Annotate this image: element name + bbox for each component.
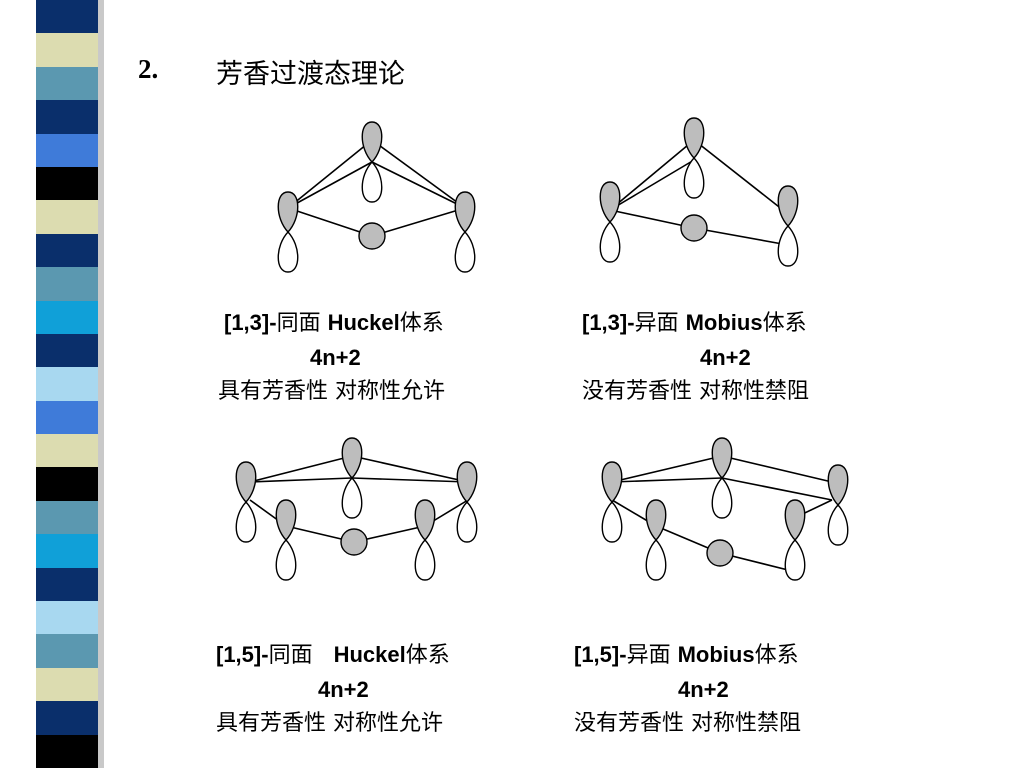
p-orbital-lobe [827, 503, 849, 546]
stripe-segment [36, 100, 98, 134]
s-orbital [340, 528, 368, 556]
mobius-15-diagram [601, 437, 849, 581]
slide-title: 芳香过渡态理论 [216, 59, 405, 90]
stripe-segment [36, 500, 98, 535]
stripe-segment [36, 233, 98, 268]
overlap-line [609, 159, 695, 211]
p-orbital-lobe [456, 461, 478, 504]
s-orbital [358, 222, 386, 250]
p-orbital-lobe [414, 538, 436, 581]
p-orbital-lobe [277, 230, 299, 273]
p-orbital-lobe [414, 499, 436, 542]
overlap-line [249, 477, 353, 483]
stripe-segment [36, 166, 98, 201]
stripe-segment [36, 333, 98, 368]
stripe-segment [36, 367, 98, 401]
stripe-segment [36, 601, 98, 635]
overlap-line [609, 209, 695, 229]
stripe-segment [36, 400, 98, 435]
p-orbital-lobe [784, 499, 806, 542]
caption-huckel-13: [1,3]-同面 Huckel体系 4n+2 具有芳香性 对称性允许 [218, 310, 445, 404]
p-orbital-lobe [601, 500, 623, 543]
stripe-segment [36, 467, 98, 501]
mobius-13-diagram [599, 117, 799, 267]
stripe-segment [36, 667, 98, 702]
overlap-line [371, 139, 466, 209]
overlap-line [611, 477, 723, 483]
p-orbital-lobe [341, 437, 363, 480]
overlap-line [609, 139, 695, 211]
p-orbital-lobe [645, 538, 667, 581]
stripe-segment [36, 33, 98, 67]
p-orbital-lobe [683, 117, 705, 160]
s-orbital [706, 539, 734, 567]
overlap-line [287, 207, 373, 237]
overlap-line [371, 161, 466, 209]
stripe-segment [36, 567, 98, 602]
p-orbital-lobe [599, 181, 621, 224]
caption-mobius-13: [1,3]-异面 Mobius体系 4n+2 没有芳香性 对称性禁阻 [582, 310, 809, 404]
overlap-line [371, 207, 466, 237]
p-orbital-lobe [275, 538, 297, 581]
p-orbital-lobe [645, 499, 667, 542]
stripe-segment [36, 200, 98, 234]
p-orbital-lobe [777, 185, 799, 228]
overlap-line [693, 227, 789, 246]
p-orbital-lobe [711, 476, 733, 519]
p-orbital-lobe [235, 461, 257, 504]
overlap-line [287, 139, 373, 209]
p-orbital-lobe [599, 220, 621, 263]
p-orbital-lobe [277, 191, 299, 234]
stripe-segment [36, 534, 98, 568]
p-orbital-lobe [777, 224, 799, 267]
stripe-segment [36, 634, 98, 668]
overlap-line [693, 139, 789, 215]
caption-huckel-15: [1,5]-同面 Huckel体系 4n+2 具有芳香性 对称性允许 [216, 642, 450, 736]
overlap-line [351, 477, 469, 483]
p-orbital-lobe [361, 160, 383, 203]
caption-mobius-15: [1,5]-异面 Mobius体系 4n+2 没有芳香性 对称性禁阻 [574, 642, 801, 736]
stripe-segment [36, 300, 98, 334]
overlap-line [611, 455, 723, 483]
huckel-15-diagram [235, 437, 478, 581]
p-orbital-lobe [784, 538, 806, 581]
p-orbital-lobe [683, 156, 705, 199]
stripe-segment [36, 434, 98, 468]
slide-number: 2. [138, 54, 159, 84]
p-orbital-lobe [456, 500, 478, 543]
p-orbital-lobe [827, 464, 849, 507]
stripe-segment [36, 66, 98, 101]
overlap-line [721, 455, 833, 483]
overlap-line [249, 455, 353, 483]
stripe-segment [36, 701, 98, 735]
overlap-line [287, 161, 373, 209]
decorative-stripe-bar [36, 0, 104, 768]
p-orbital-lobe [711, 437, 733, 480]
stripe-segment [36, 133, 98, 167]
s-orbital [680, 214, 708, 242]
p-orbital-lobe [454, 230, 476, 273]
p-orbital-lobe [601, 461, 623, 504]
p-orbital-lobe [454, 191, 476, 234]
huckel-13-diagram [277, 121, 476, 273]
stripe-segment [36, 267, 98, 301]
p-orbital-lobe [235, 500, 257, 543]
stripe-segment [36, 0, 98, 34]
overlap-line [351, 455, 469, 483]
overlap-line [721, 477, 833, 501]
stripe-segment [36, 734, 98, 768]
p-orbital-lobe [361, 121, 383, 164]
p-orbital-lobe [341, 476, 363, 519]
p-orbital-lobe [275, 499, 297, 542]
